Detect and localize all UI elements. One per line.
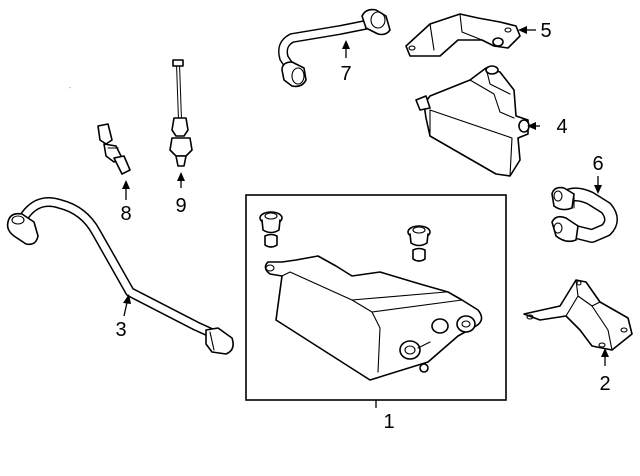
part-1-cap-right [407, 225, 431, 262]
part-7-hose-group: 7 [278, 8, 391, 88]
part-8-sensor-group: 8 [69, 87, 132, 225]
part-9-body [171, 117, 189, 137]
callout-1: 1 [383, 411, 394, 433]
part-3-hose-end-right [205, 327, 234, 355]
part-9-top-cap [172, 59, 184, 67]
callout-7: 7 [340, 63, 351, 85]
part-7-hose-end-right [361, 8, 391, 36]
part-3-hose-group: 3 [6, 197, 234, 355]
part-1-cap-left [259, 211, 283, 248]
part-5-bracket [405, 13, 521, 57]
callout-6: 6 [592, 153, 603, 175]
part-2-bracket-group: 2 [523, 279, 633, 395]
callout-3: 3 [115, 319, 126, 341]
part-1-canister-body [264, 255, 483, 381]
part-8-body [97, 123, 113, 145]
part-4-module [423, 67, 529, 177]
callout-8: 8 [120, 203, 131, 225]
part-1-canister-group: 1 [245, 194, 507, 433]
part-9-sensor-group: 9 [169, 59, 193, 217]
callout-4: 4 [556, 116, 567, 138]
part-3-hose-end-left [6, 212, 39, 246]
callout-9: 9 [175, 195, 186, 217]
part-6-hose-group: 6 [551, 153, 618, 243]
part-5-bracket-group: 5 [405, 13, 552, 57]
callout-5: 5 [540, 20, 551, 42]
part-4-module-group: 4 [415, 65, 568, 177]
callout-2: 2 [599, 373, 610, 395]
part-2-bracket [523, 279, 633, 351]
